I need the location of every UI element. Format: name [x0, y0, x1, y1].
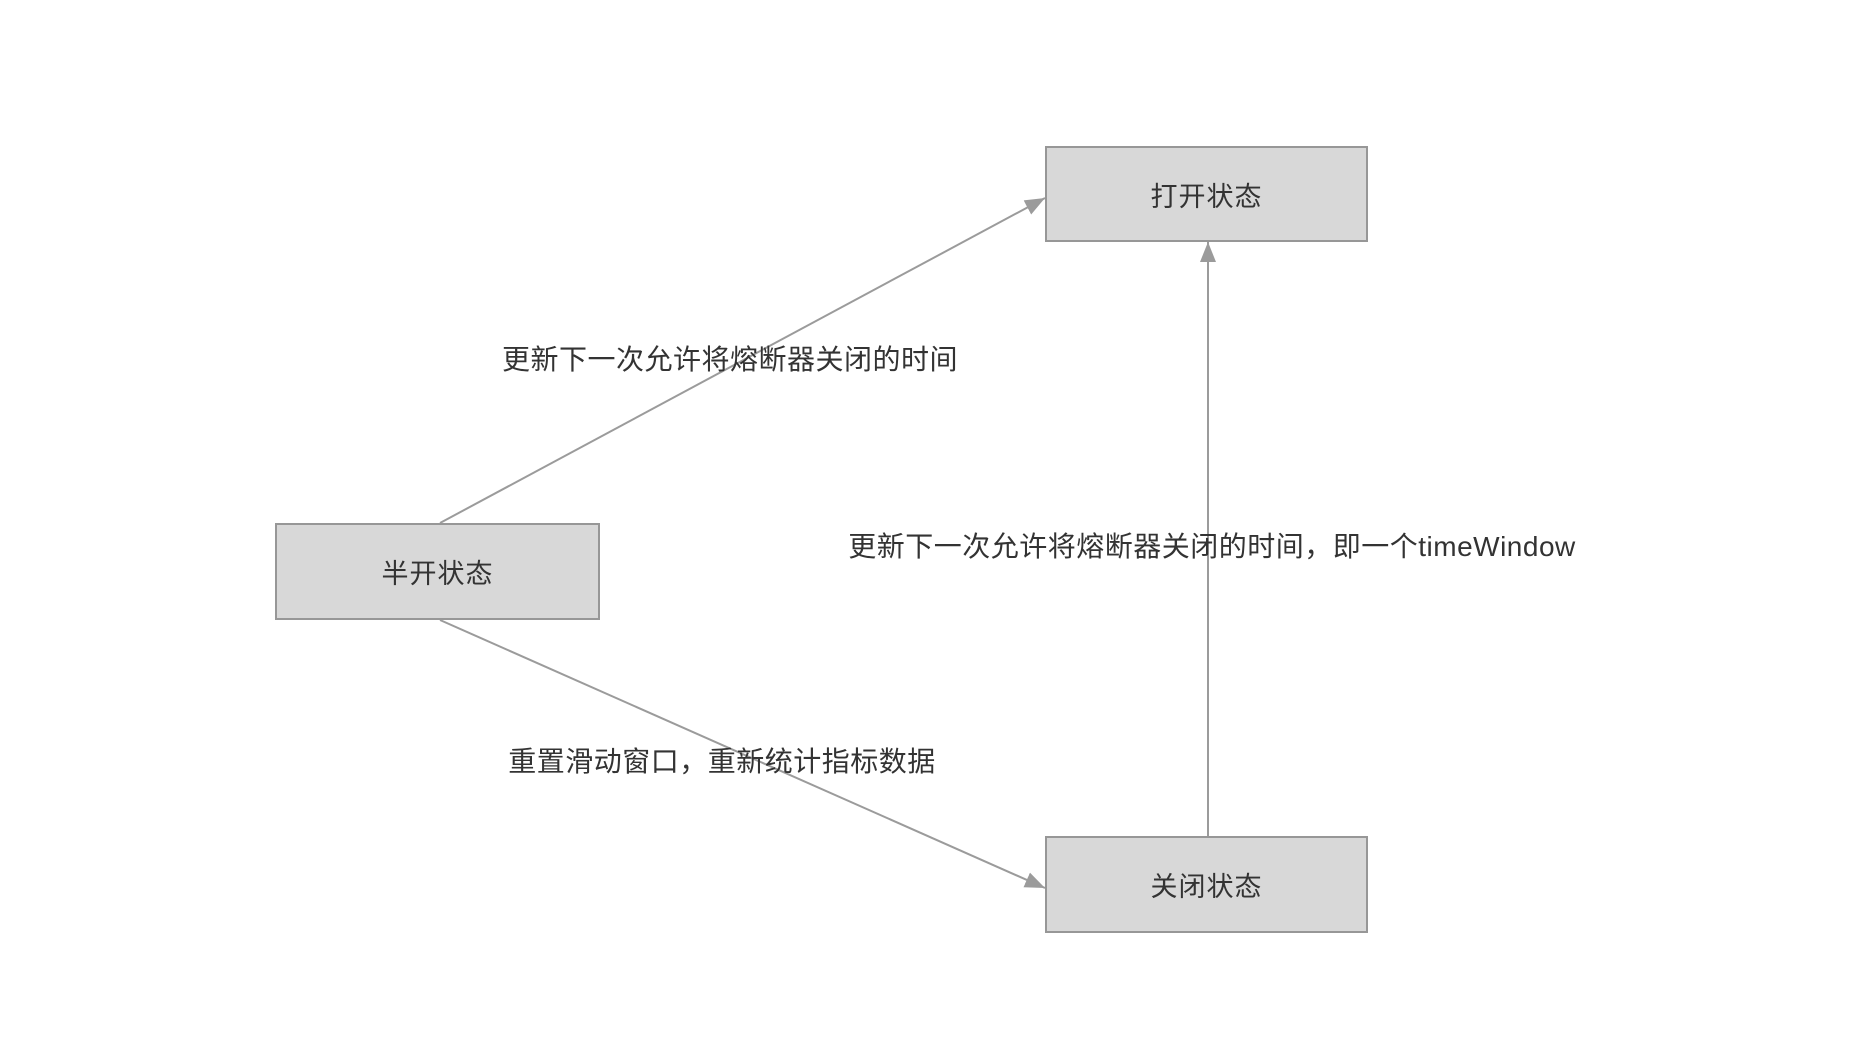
node-half-open-state: 半开状态: [275, 523, 600, 620]
node-open-state-label: 打开状态: [1150, 181, 1263, 212]
edge-label-half-open-to-closed: 重置滑动窗口，重新统计指标数据: [508, 746, 936, 777]
node-closed-state: 关闭状态: [1045, 836, 1368, 933]
node-half-open-state-label: 半开状态: [381, 559, 494, 589]
edge-label-closed-to-open: 更新下一次允许将熔断器关闭的时间，即一个timeWindow: [848, 531, 1576, 562]
node-closed-state-label: 关闭状态: [1150, 872, 1263, 902]
node-open-state: 打开状态: [1045, 146, 1368, 242]
edge-label-half-open-to-open: 更新下一次允许将熔断器关闭的时间: [501, 344, 959, 375]
